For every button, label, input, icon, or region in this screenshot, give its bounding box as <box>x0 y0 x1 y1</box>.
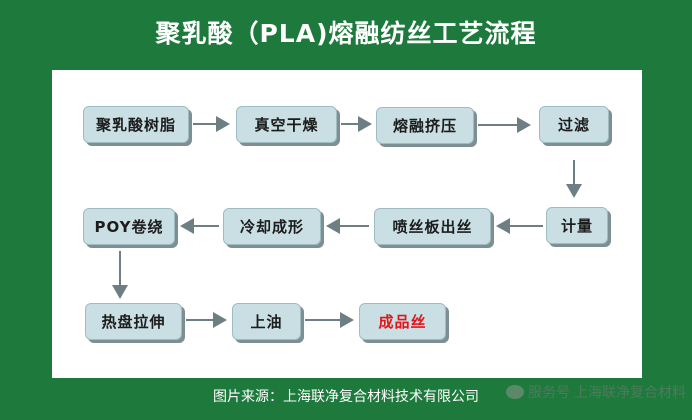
image-source-caption: 图片来源：上海联净复合材料技术有限公司 <box>213 389 479 405</box>
step-cooling-forming: 冷却成形 <box>223 208 321 245</box>
flow-arrows <box>112 116 582 328</box>
step-oiling: 上油 <box>232 303 301 340</box>
page-title: 聚乳酸（PLA)熔融纺丝工艺流程 <box>155 19 537 48</box>
step-metering: 计量 <box>546 207 608 244</box>
watermark-company: 上海联净复合材料 <box>574 385 686 401</box>
step-filtration: 过滤 <box>539 106 609 143</box>
step-pla-resin: 聚乳酸树脂 <box>83 106 189 143</box>
flowchart-panel: 聚乳酸树脂 真空干燥 熔融挤压 过滤 计量 喷丝板出丝 冷却成形 POY卷绕 热… <box>52 70 642 378</box>
step-hot-plate-drawing: 热盘拉伸 <box>85 303 182 340</box>
watermark: 服务号 上海联净复合材料 <box>506 382 686 402</box>
step-melt-extrusion: 熔融挤压 <box>376 107 474 144</box>
wechat-icon <box>506 385 524 399</box>
step-spinneret-extrusion: 喷丝板出丝 <box>374 208 491 245</box>
step-poy-winding: POY卷绕 <box>83 208 175 245</box>
step-finished-yarn: 成品丝 <box>359 303 446 340</box>
watermark-prefix: 服务号 <box>528 385 570 401</box>
step-vacuum-drying: 真空干燥 <box>236 106 337 143</box>
